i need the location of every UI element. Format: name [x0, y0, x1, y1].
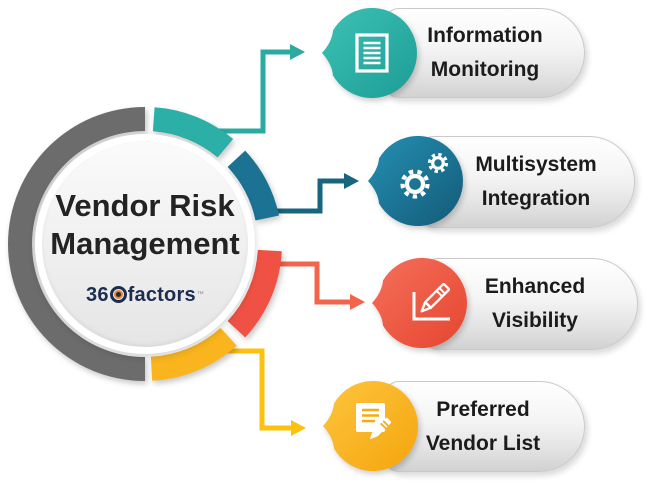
gears-icon — [400, 152, 449, 199]
logo-ring-target-icon — [109, 286, 127, 303]
label-line2: Vendor List — [425, 431, 541, 455]
pencil-chart-icon — [412, 282, 451, 321]
center-circle-face — [42, 141, 248, 347]
connector-preferred-vendor-list — [215, 348, 292, 431]
ring-segments — [8, 107, 282, 381]
arc-teal — [152, 107, 234, 158]
label-line2: Integration — [481, 187, 591, 210]
label-line1: Enhanced — [484, 275, 586, 298]
label-preferred-vendor-list: Preferred Vendor List — [393, 381, 573, 472]
logo-suffix: factors — [127, 283, 196, 306]
label-multisystem-integration: Multisystem Integration — [446, 136, 626, 228]
logo-prefix: 36 — [86, 283, 109, 306]
arc-yellow — [150, 328, 237, 381]
connector-lines — [213, 49, 351, 431]
connector-arrowheads — [290, 44, 365, 436]
arrowhead-yellow — [291, 420, 306, 436]
connector-multisystem-integration — [268, 178, 345, 214]
label-enhanced-visibility: Enhanced Visibility — [445, 258, 625, 350]
connector-enhanced-visibility — [271, 261, 351, 305]
pin-enhanced-visibility — [372, 258, 467, 348]
arrowhead-teal — [290, 44, 305, 60]
center-title-line1: Vendor Risk — [55, 188, 235, 223]
arc-red — [227, 249, 282, 338]
pin-information-monitoring — [322, 8, 417, 99]
document-icon — [355, 33, 389, 73]
arc-gray — [8, 107, 145, 381]
document-pencil-icon — [356, 403, 392, 440]
label-line1: Preferred — [436, 397, 530, 421]
center-circle — [35, 134, 255, 354]
brand-logo: 36 factors ™ — [32, 284, 258, 305]
center-title-line2: Management — [50, 226, 240, 261]
pin-preferred-vendor-list — [323, 381, 418, 471]
arc-blue — [227, 150, 279, 221]
label-line2: Visibility — [492, 309, 578, 332]
arrowhead-blue — [344, 173, 359, 189]
pin-shape — [372, 258, 467, 348]
label-line2: Monitoring — [430, 58, 540, 81]
connector-information-monitoring — [213, 49, 291, 134]
center-title-block: Vendor Risk Management 36 factors ™ — [32, 187, 258, 305]
arrowhead-red — [350, 294, 365, 310]
label-line1: Multisystem — [475, 153, 597, 176]
trademark-symbol: ™ — [196, 291, 204, 298]
pin-multisystem-integration — [368, 136, 463, 226]
label-information-monitoring: Information Monitoring — [395, 8, 575, 98]
pill-preferred-vendor-list — [385, 381, 585, 472]
label-line1: Information — [427, 24, 543, 47]
